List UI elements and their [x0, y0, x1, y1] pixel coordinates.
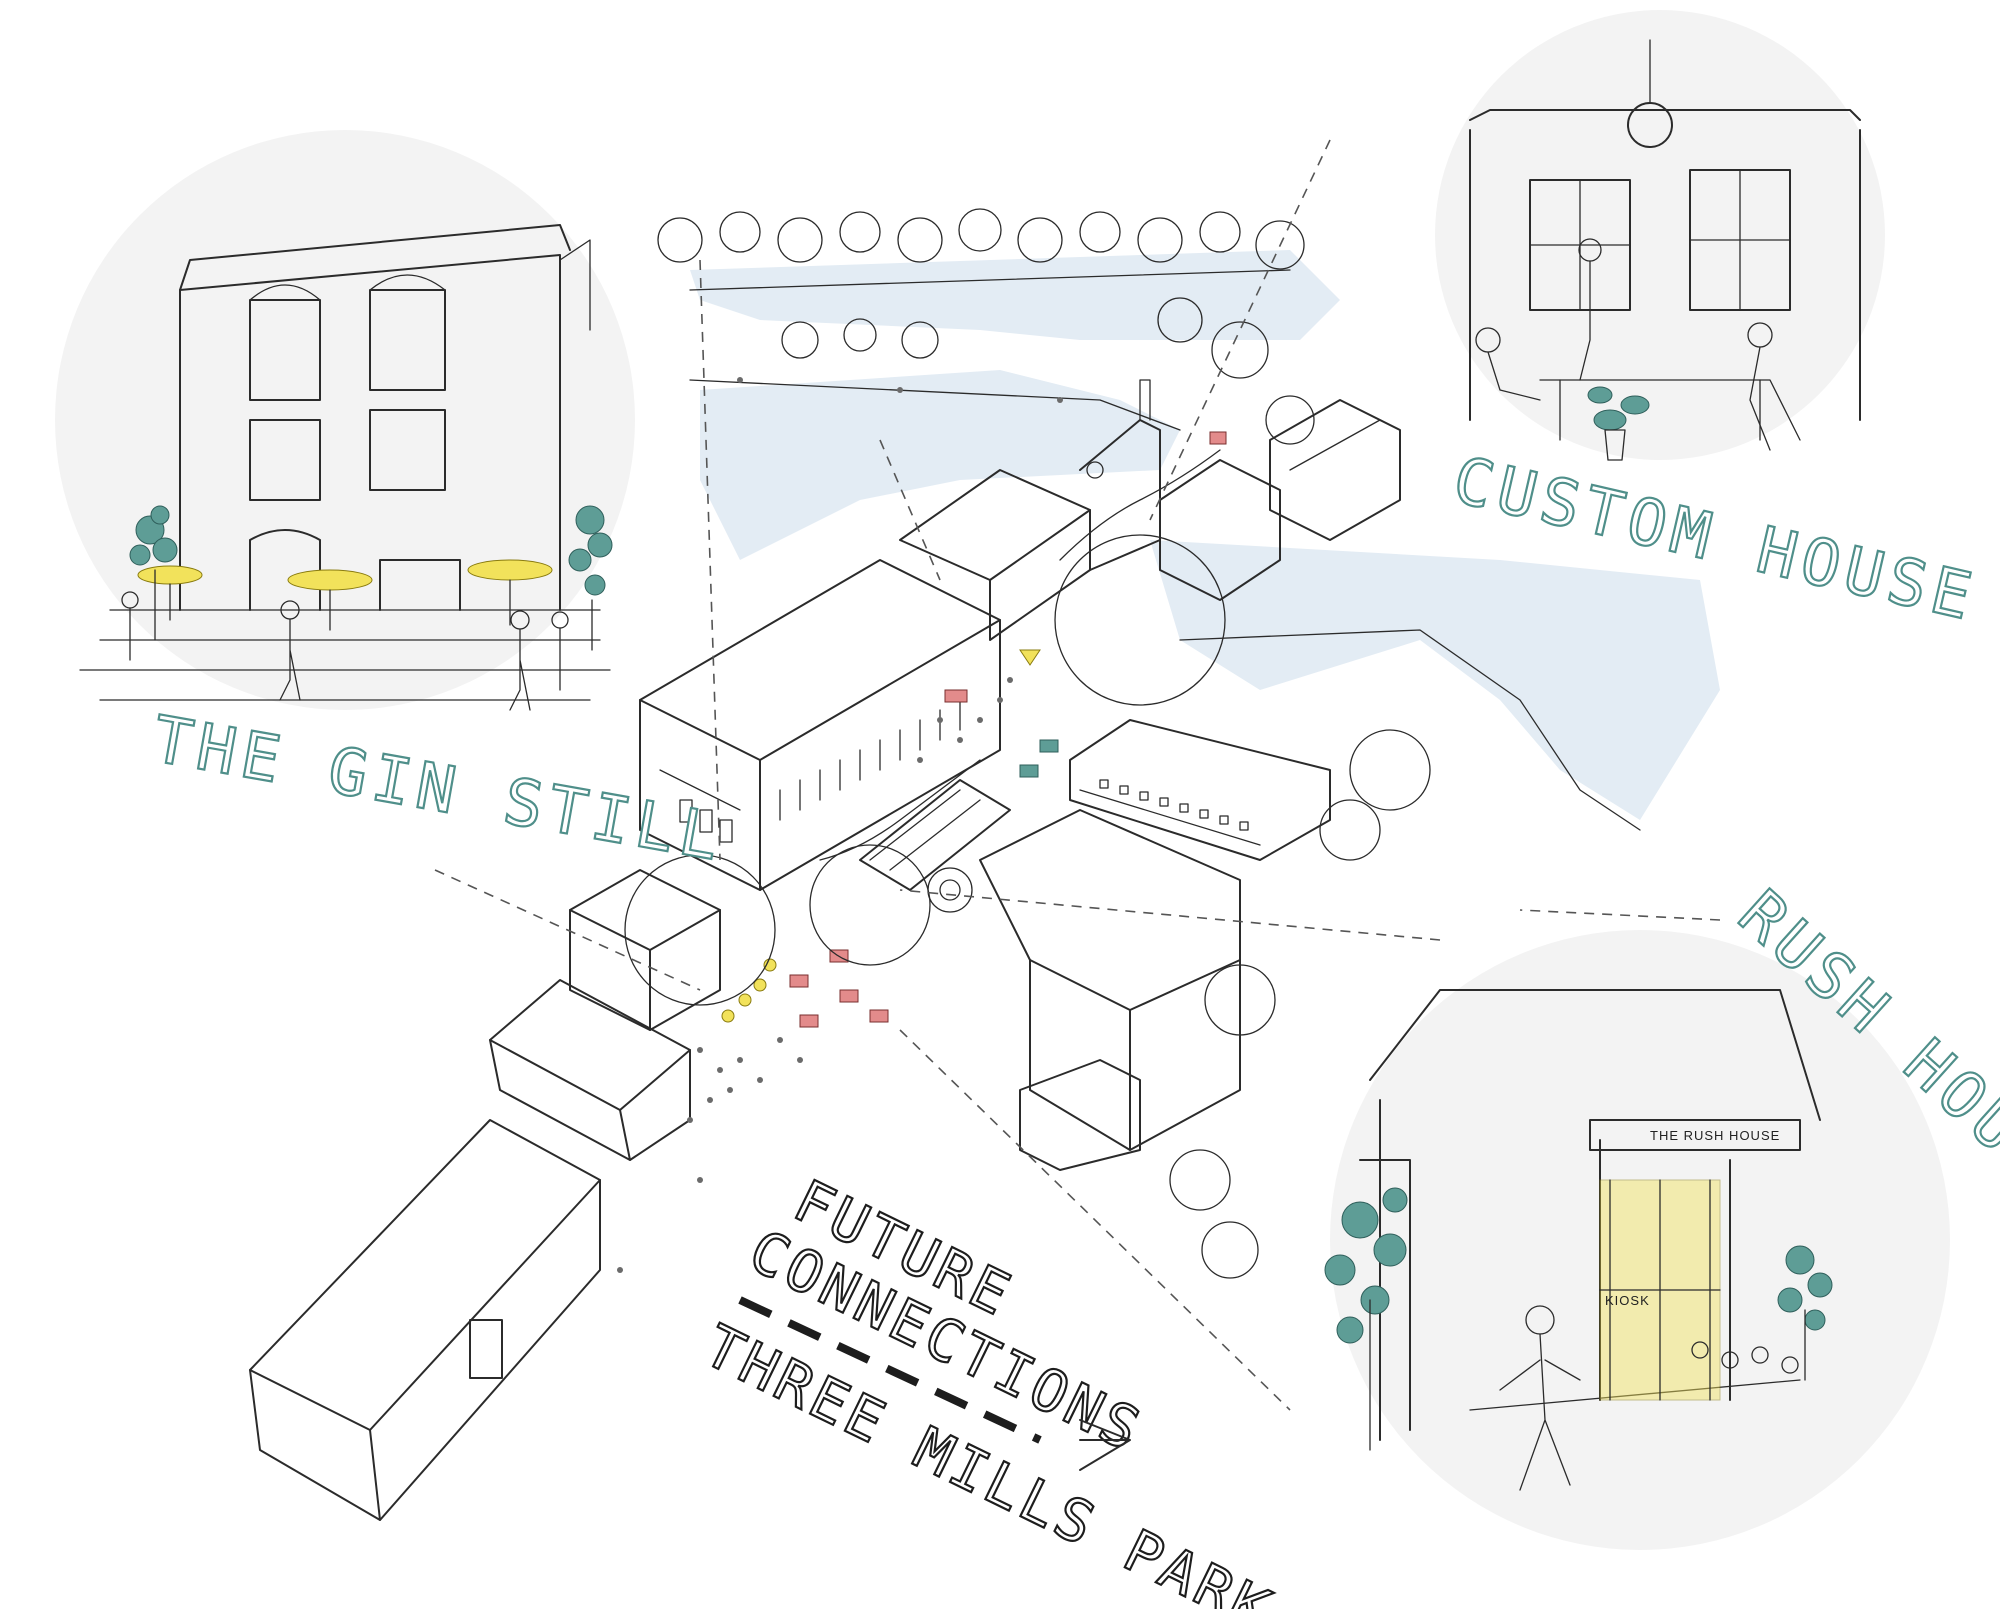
tree-line: [657, 208, 1431, 1279]
rush-house-tree-right: [1777, 1245, 1833, 1381]
market-umbrellas: [721, 649, 1041, 1023]
dashed-connector: [738, 1296, 1042, 1444]
custom-house-bubble: CUSTOM HOUSE: [1435, 10, 1985, 637]
kiosk-sign: KIOSK: [1605, 1293, 1650, 1308]
gin-still-trees: [129, 505, 613, 651]
bunting: [819, 449, 1221, 861]
gin-still-bubble: THE GIN STILL: [55, 130, 731, 877]
rush-house-tree-left: [1324, 1187, 1408, 1451]
rush-house-sign: THE RUSH HOUSE: [1650, 1128, 1780, 1143]
callout-markers: [624, 534, 1226, 1006]
central-buildings: [249, 379, 1401, 1521]
future-connections: FUTURE CONNECTIONS THREE MILLS PARK: [693, 1165, 1285, 1609]
leader-lines: [434, 139, 1721, 1411]
people: [617, 377, 1063, 1273]
rush-house-bubble: THE RUSH HOUSE KIOSK RUSH HOUSE: [1324, 876, 2000, 1550]
custom-house-plant: [1587, 386, 1650, 461]
label-the-gin-still: THE GIN STILL: [147, 703, 730, 876]
arrow-icon: [1079, 1419, 1131, 1471]
river: [689, 250, 1720, 831]
